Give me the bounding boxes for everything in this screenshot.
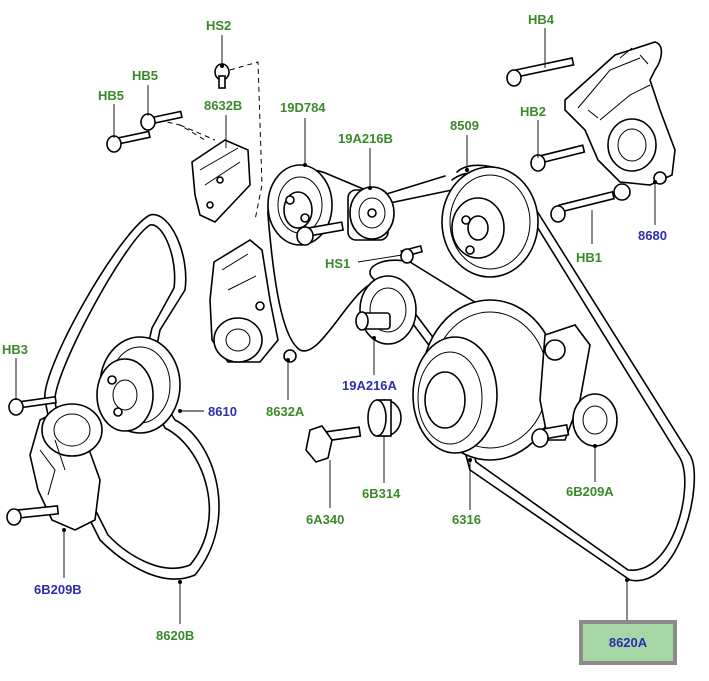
pulley-8509[interactable] (441, 166, 539, 278)
bolt-19d784[interactable] (296, 221, 345, 246)
bolt-hb3[interactable] (8, 395, 57, 416)
label-19d784[interactable]: 19D784 (280, 100, 326, 115)
label-8680[interactable]: 8680 (638, 228, 667, 243)
label-8620a[interactable]: 8620A (608, 635, 648, 650)
belt-8620b[interactable] (44, 214, 220, 580)
label-6b314[interactable]: 6B314 (362, 486, 401, 501)
spacer-6b314[interactable] (367, 399, 402, 437)
label-hb1[interactable]: HB1 (576, 250, 602, 265)
label-6b209b[interactable]: 6B209B (34, 582, 82, 597)
bracket-8632b[interactable] (191, 139, 251, 223)
bolt-hs2[interactable] (214, 63, 230, 89)
tensioner-8632a[interactable] (209, 239, 297, 363)
label-19a216a[interactable]: 19A216A (342, 378, 398, 393)
label-hs1[interactable]: HS1 (325, 256, 350, 271)
label-8632a[interactable]: 8632A (266, 404, 305, 419)
bolt-hb5-lower[interactable] (106, 130, 151, 153)
bolt-hb5-upper[interactable] (140, 110, 183, 131)
selected-part-highlight[interactable] (579, 620, 677, 665)
bolt-hs1[interactable] (400, 244, 424, 264)
bracket-8680[interactable] (564, 41, 676, 201)
tensioner-6b209b[interactable] (6, 403, 103, 531)
label-6316[interactable]: 6316 (452, 512, 481, 527)
label-6b209a[interactable]: 6B209A (566, 484, 614, 499)
part-labels: HS2 HB4 HB5 HB5 8632B 19D784 19A216B 850… (2, 12, 667, 643)
pulley-19a216a[interactable] (355, 275, 417, 345)
label-hb5-upper[interactable]: HB5 (132, 68, 158, 83)
pulley-8610[interactable] (96, 336, 181, 434)
bolt-hb1[interactable] (550, 190, 616, 223)
label-6a340[interactable]: 6A340 (306, 512, 344, 527)
label-hb5-lower[interactable]: HB5 (98, 88, 124, 103)
tensioner-6b209a[interactable] (531, 324, 618, 448)
crank-pulley-6316[interactable] (412, 299, 559, 461)
label-8509[interactable]: 8509 (450, 118, 479, 133)
leader-lines (15, 28, 657, 624)
label-8620b[interactable]: 8620B (156, 628, 194, 643)
bolt-6a340[interactable] (305, 425, 362, 463)
bolt-hb2[interactable] (530, 144, 586, 172)
label-19a216b[interactable]: 19A216B (338, 131, 393, 146)
label-8610[interactable]: 8610 (208, 404, 237, 419)
label-hb4[interactable]: HB4 (528, 12, 555, 27)
label-hb3[interactable]: HB3 (2, 342, 28, 357)
label-hs2[interactable]: HS2 (206, 18, 231, 33)
bolt-hb4[interactable] (506, 57, 575, 87)
pulley-19a216b[interactable] (347, 186, 395, 241)
label-8632b[interactable]: 8632B (204, 98, 242, 113)
label-hb2[interactable]: HB2 (520, 104, 546, 119)
